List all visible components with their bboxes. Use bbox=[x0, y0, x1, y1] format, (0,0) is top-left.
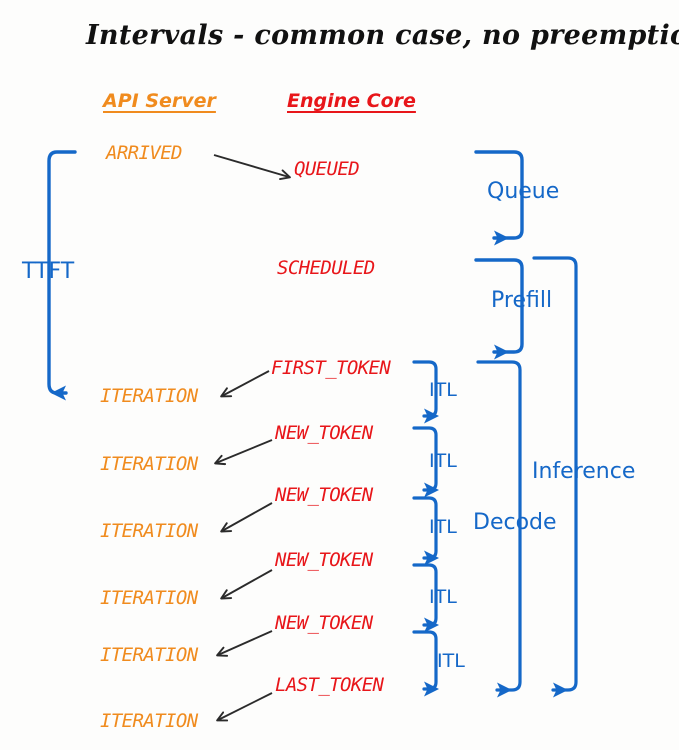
arrow-arrived-to-queued bbox=[213, 154, 291, 181]
api-event-iteration: ITERATION bbox=[100, 644, 198, 666]
engine-event-last-token: LAST_TOKEN bbox=[275, 674, 384, 696]
arrow-last-token-to-iteration bbox=[216, 692, 273, 722]
column-header-engine-core: Engine Core bbox=[287, 90, 416, 112]
itl-bracket bbox=[412, 630, 439, 697]
engine-event-queued: QUEUED bbox=[294, 158, 360, 180]
engine-event-new-token: NEW_TOKEN bbox=[275, 612, 373, 634]
page-title: Intervals - common case, no preemptions bbox=[86, 20, 679, 51]
interval-label-prefill: Prefill bbox=[491, 288, 553, 313]
engine-event-new-token: NEW_TOKEN bbox=[275, 422, 373, 444]
interval-label-inference: Inference bbox=[532, 459, 636, 484]
api-event-iteration: ITERATION bbox=[100, 710, 198, 732]
arrow-first-token-to-iteration bbox=[220, 370, 270, 398]
engine-event-new-token: NEW_TOKEN bbox=[275, 549, 373, 571]
interval-label-decode: Decode bbox=[473, 510, 557, 535]
arrow-new-token-to-iteration bbox=[220, 502, 273, 533]
engine-event-scheduled: SCHEDULED bbox=[277, 257, 375, 279]
arrow-new-token-to-iteration bbox=[220, 569, 273, 600]
api-event-iteration: ITERATION bbox=[100, 587, 198, 609]
engine-event-new-token: NEW_TOKEN bbox=[275, 484, 373, 506]
arrow-new-token-to-iteration bbox=[216, 630, 273, 657]
engine-event-first-token: FIRST_TOKEN bbox=[271, 357, 391, 379]
api-event-iteration: ITERATION bbox=[100, 520, 198, 542]
api-event-arrived: ARRIVED bbox=[106, 142, 182, 164]
interval-label-ttft: TTFT bbox=[22, 259, 75, 284]
interval-label-itl: ITL bbox=[429, 516, 457, 538]
interval-label-itl: ITL bbox=[429, 379, 457, 401]
interval-label-itl: ITL bbox=[429, 586, 457, 608]
interval-label-itl: ITL bbox=[429, 450, 457, 472]
interval-label-queue: Queue bbox=[487, 179, 560, 204]
column-header-api-server: API Server bbox=[103, 90, 216, 112]
arrow-new-token-to-iteration bbox=[214, 439, 273, 466]
api-event-iteration: ITERATION bbox=[100, 385, 198, 407]
interval-label-itl: ITL bbox=[437, 650, 465, 672]
api-event-iteration: ITERATION bbox=[100, 453, 198, 475]
